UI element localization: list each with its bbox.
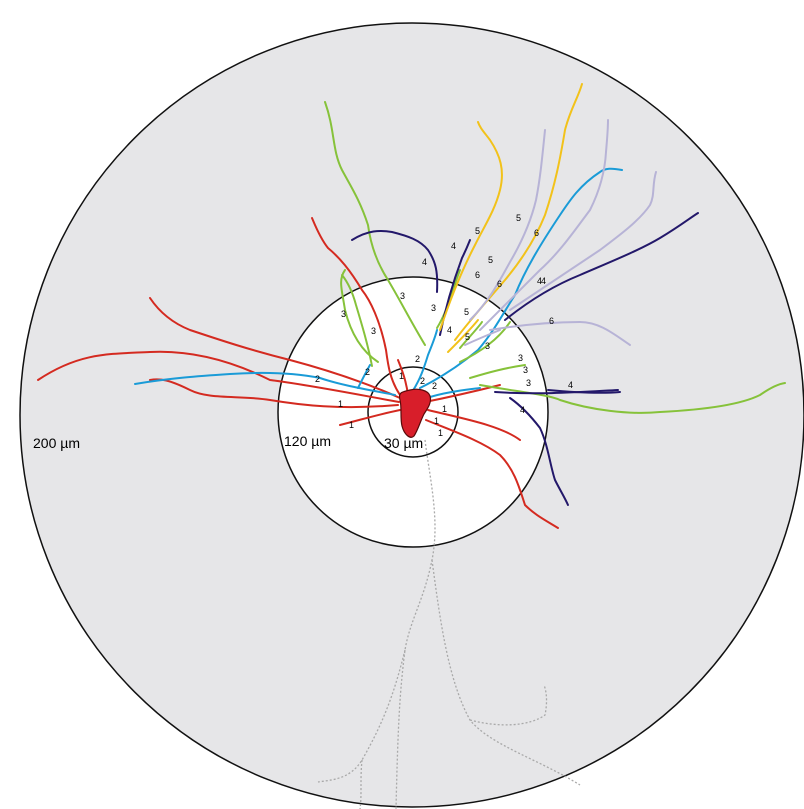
- order-label: 3: [526, 378, 531, 388]
- order-label: 5: [464, 307, 469, 317]
- order-label: 2: [315, 374, 320, 384]
- order-label: 6: [534, 228, 539, 238]
- order-label: 3: [431, 303, 436, 313]
- order-label: 3: [518, 353, 523, 363]
- soma: [398, 388, 432, 438]
- order-label: 1: [438, 428, 443, 438]
- order-label: 5: [465, 332, 470, 342]
- order-label: 3: [485, 341, 490, 351]
- ring-label-120um: 120 µm: [284, 433, 331, 449]
- order-label: 1: [399, 371, 404, 381]
- order-label: 5: [516, 213, 521, 223]
- order-label: 2: [365, 367, 370, 377]
- order-label: 3: [371, 326, 376, 336]
- order-label: 4: [568, 380, 573, 390]
- ring-label-30um: 30 µm: [384, 435, 423, 451]
- order-label: 2: [420, 376, 425, 386]
- order-label: 1: [349, 420, 354, 430]
- order-label: 4: [520, 405, 525, 415]
- order-label: 4: [447, 325, 452, 335]
- order-label: 6: [475, 270, 480, 280]
- order-label: 4: [422, 257, 427, 267]
- order-label: 4: [451, 241, 456, 251]
- order-3-dendrites: [324, 101, 786, 414]
- order-label: 5: [488, 255, 493, 265]
- order-label: 5: [475, 226, 480, 236]
- ring-label-200um: 200 µm: [33, 435, 80, 451]
- order-labels: 1 1 1 1 1 1 2 2 2 2 2 3 3 3 3 3 3 3 3 4 …: [315, 213, 573, 438]
- order-label: 2: [415, 354, 420, 364]
- axon: [317, 439, 581, 809]
- order-label: 1: [434, 416, 439, 426]
- order-6-dendrites: [464, 119, 657, 346]
- order-4-dendrites: [351, 212, 699, 506]
- order-label: 6: [549, 316, 554, 326]
- order-label: 3: [341, 309, 346, 319]
- order-label: 3: [400, 291, 405, 301]
- order-label: 4: [537, 276, 542, 286]
- order-label: 3: [523, 365, 528, 375]
- order-label: 1: [442, 404, 447, 414]
- order-label: 2: [432, 381, 437, 391]
- order-label: 6: [497, 279, 502, 289]
- order-label: 1: [338, 399, 343, 409]
- order-label: 4: [541, 276, 546, 286]
